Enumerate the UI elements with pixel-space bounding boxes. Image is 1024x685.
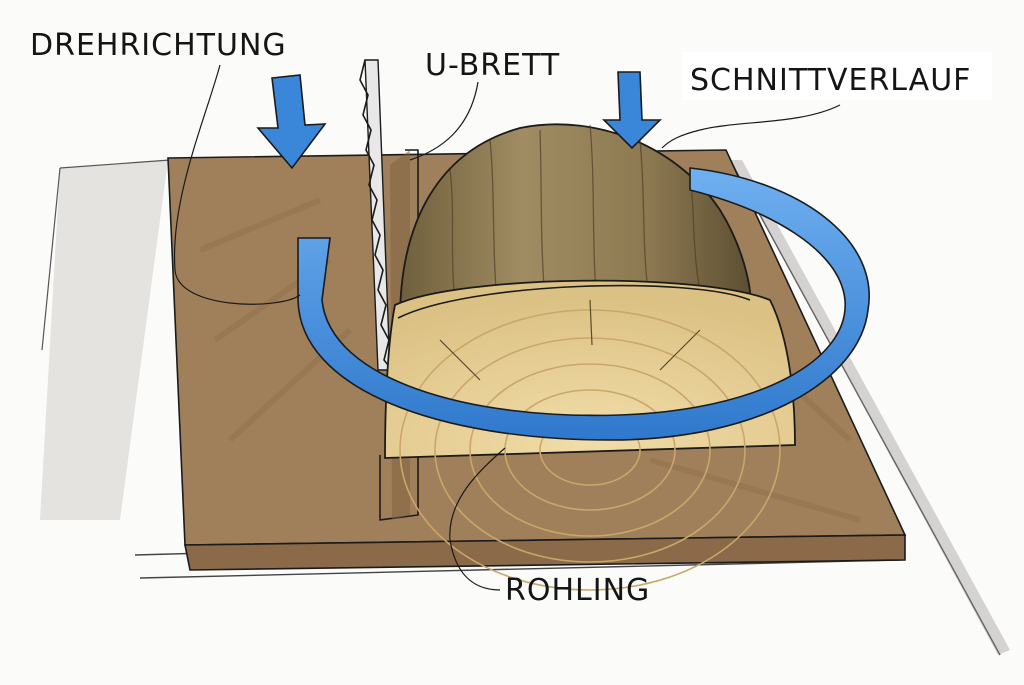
label-drehrichtung: DREHRICHTUNG	[30, 28, 287, 63]
label-u-brett: U-BRETT	[425, 48, 560, 83]
label-schnittverlauf: SCHNITTVERLAUF	[690, 63, 971, 98]
down-arrow-left	[256, 74, 327, 170]
leader-u-brett	[409, 81, 479, 161]
leader-rohling	[449, 447, 506, 591]
label-rohling: ROHLING	[505, 573, 650, 608]
label-schnittverlauf-bg	[682, 52, 992, 100]
leader-drehrichtung	[173, 64, 301, 305]
leader-schnittverlauf	[661, 104, 841, 149]
table-edge	[40, 159, 1010, 656]
rotation-arrow	[297, 167, 870, 441]
down-arrow-right	[602, 71, 662, 150]
